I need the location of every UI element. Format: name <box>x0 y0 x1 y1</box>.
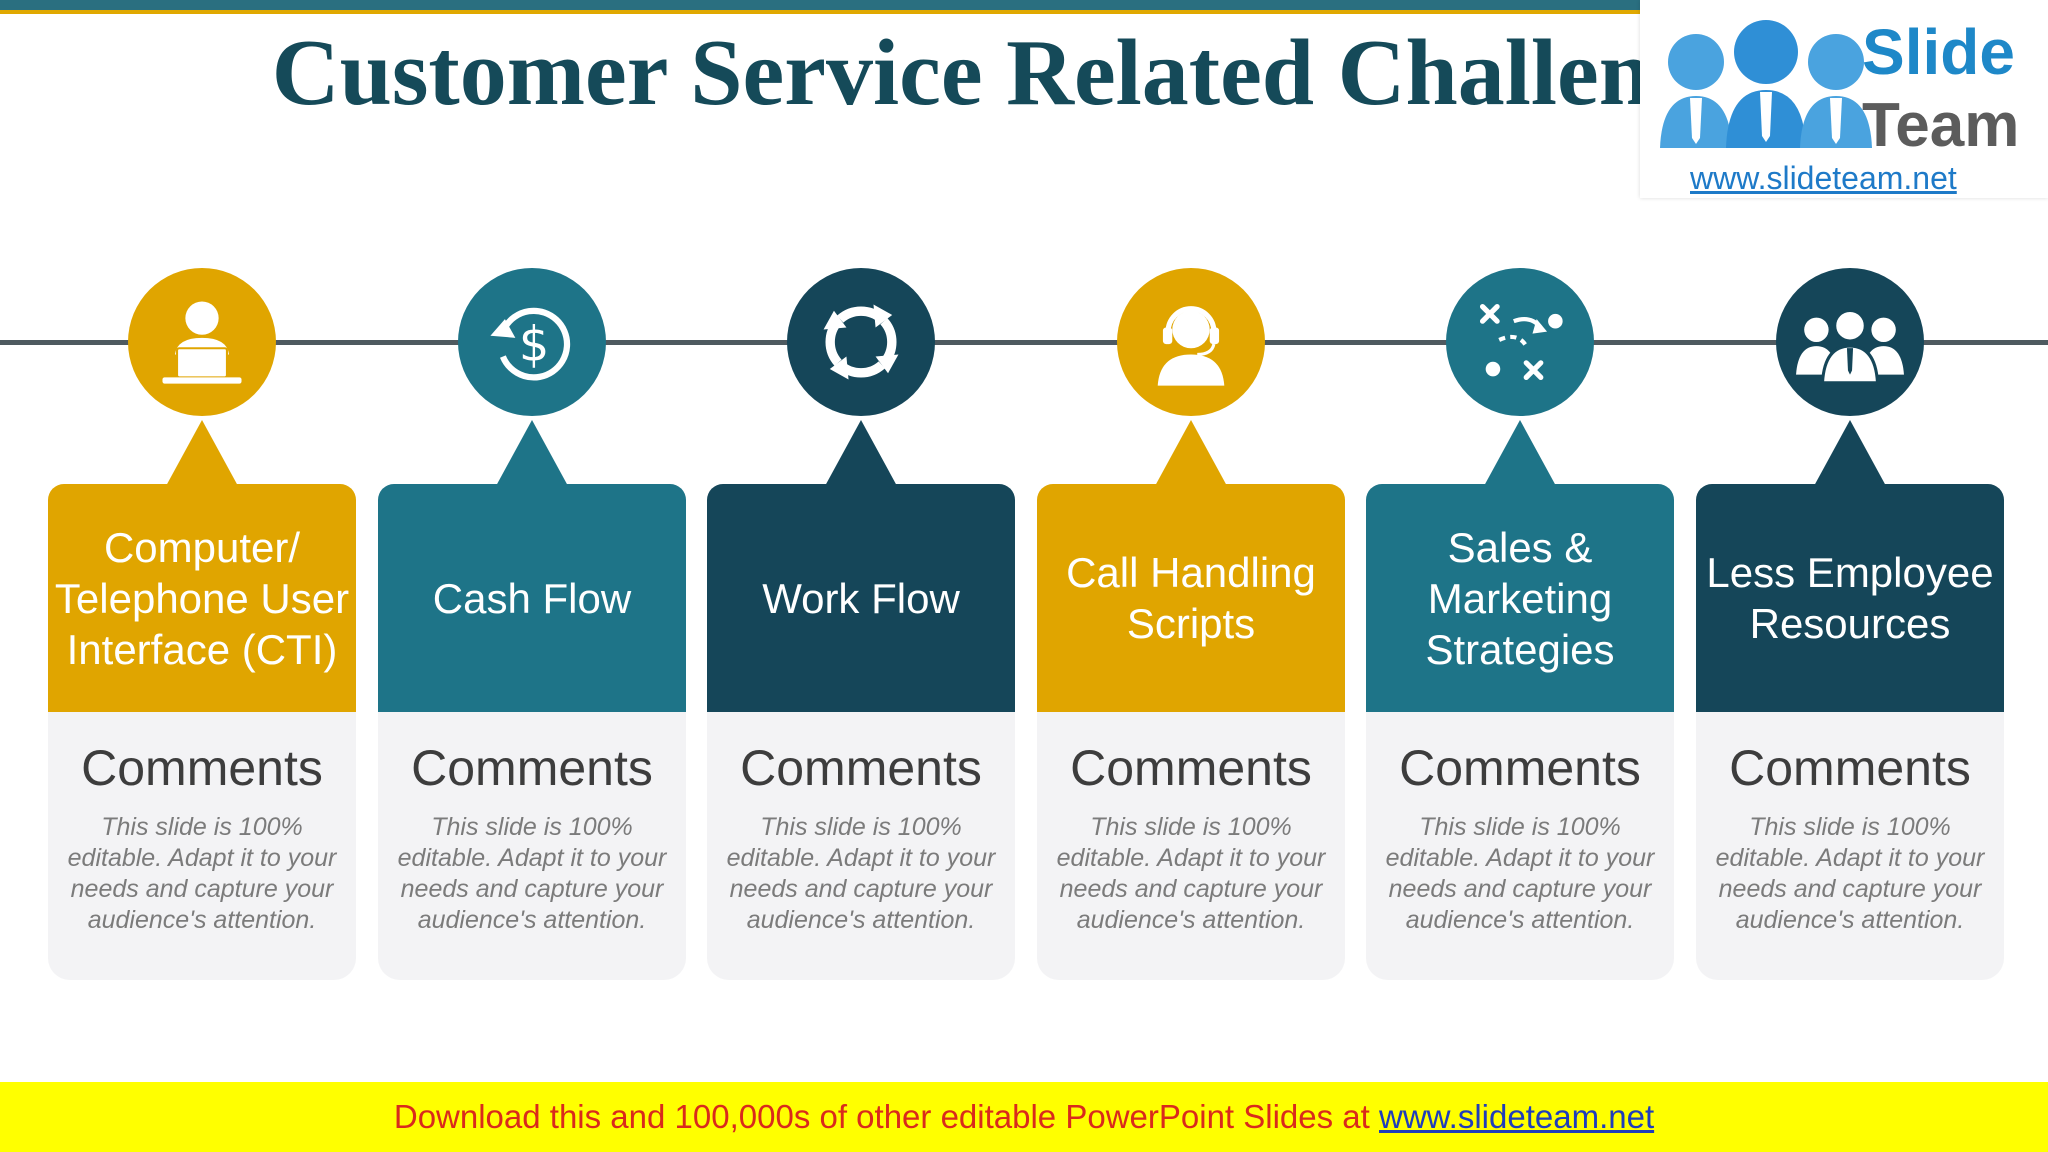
comments-label: Comments <box>740 740 982 796</box>
card-pointer <box>825 420 897 486</box>
card-body: Comments This slide is 100% editable. Ad… <box>378 712 686 980</box>
card-body: Comments This slide is 100% editable. Ad… <box>48 712 356 980</box>
challenge-card: Less Employee Resources Comments This sl… <box>1696 268 2004 980</box>
challenge-card: Work Flow Comments This slide is 100% ed… <box>707 268 1015 980</box>
top-accent-bar <box>0 0 1640 10</box>
user-laptop-icon <box>162 301 242 384</box>
comments-label: Comments <box>411 740 653 796</box>
icon-circle <box>1446 268 1594 416</box>
challenge-card: Computer/ Telephone User Interface (CTI)… <box>48 268 356 980</box>
top-accent-line <box>0 10 1640 14</box>
dollar-cycle-icon: $ <box>490 307 571 381</box>
card-heading: Cash Flow <box>378 484 686 712</box>
card-heading: Less Employee Resources <box>1696 484 2004 712</box>
team-group-icon <box>1796 308 1904 385</box>
card-heading: Sales & Marketing Strategies <box>1366 484 1674 712</box>
comments-label: Comments <box>81 740 323 796</box>
card-description: This slide is 100% editable. Adapt it to… <box>726 813 996 934</box>
card-heading: Call Handling Scripts <box>1037 484 1345 712</box>
icon-circle: $ <box>458 268 606 416</box>
card-description: This slide is 100% editable. Adapt it to… <box>1056 813 1326 934</box>
timeline-line <box>0 340 2048 345</box>
comments-label: Comments <box>1729 740 1971 796</box>
card-pointer <box>496 420 568 486</box>
icon-circle <box>787 268 935 416</box>
slideteam-logo[interactable]: Slide Team www.slideteam.net <box>1640 0 2048 198</box>
download-banner: Download this and 100,000s of other edit… <box>0 1082 2048 1152</box>
strategy-play-icon <box>1479 304 1563 380</box>
card-heading: Work Flow <box>707 484 1015 712</box>
refresh-arrows-icon <box>823 304 899 380</box>
svg-text:$: $ <box>519 318 549 373</box>
card-description: This slide is 100% editable. Adapt it to… <box>67 813 337 934</box>
icon-circle <box>128 268 276 416</box>
card-pointer <box>1484 420 1556 486</box>
card-heading: Computer/ Telephone User Interface (CTI) <box>48 484 356 712</box>
logo-word-slide: Slide <box>1862 16 2015 88</box>
card-pointer <box>1155 420 1227 486</box>
card-body: Comments This slide is 100% editable. Ad… <box>1696 712 2004 980</box>
card-description: This slide is 100% editable. Adapt it to… <box>1385 813 1655 934</box>
icon-circle <box>1776 268 1924 416</box>
card-pointer <box>1814 420 1886 486</box>
banner-text: Download this and 100,000s of other edit… <box>393 1098 1379 1135</box>
comments-label: Comments <box>1399 740 1641 796</box>
card-body: Comments This slide is 100% editable. Ad… <box>1366 712 1674 980</box>
people-logo-icon <box>1660 20 1872 148</box>
challenge-card: $ Cash Flow Comments This slide is 100% … <box>378 268 686 980</box>
card-body: Comments This slide is 100% editable. Ad… <box>707 712 1015 980</box>
comments-label: Comments <box>1070 740 1312 796</box>
logo-word-team: Team <box>1862 91 2020 160</box>
icon-circle <box>1117 268 1265 416</box>
card-pointer <box>166 420 238 486</box>
card-body: Comments This slide is 100% editable. Ad… <box>1037 712 1345 980</box>
slide-title: Customer Service Related Challenges <box>271 21 1777 125</box>
card-description: This slide is 100% editable. Adapt it to… <box>397 813 667 934</box>
headset-agent-icon <box>1157 306 1225 386</box>
challenge-card: Sales & Marketing Strategies Comments Th… <box>1366 268 1674 980</box>
challenge-card: Call Handling Scripts Comments This slid… <box>1037 268 1345 980</box>
card-description: This slide is 100% editable. Adapt it to… <box>1715 813 1985 934</box>
banner-link[interactable]: www.slideteam.net <box>1379 1098 1655 1135</box>
logo-url-link[interactable]: www.slideteam.net <box>1690 160 1957 196</box>
